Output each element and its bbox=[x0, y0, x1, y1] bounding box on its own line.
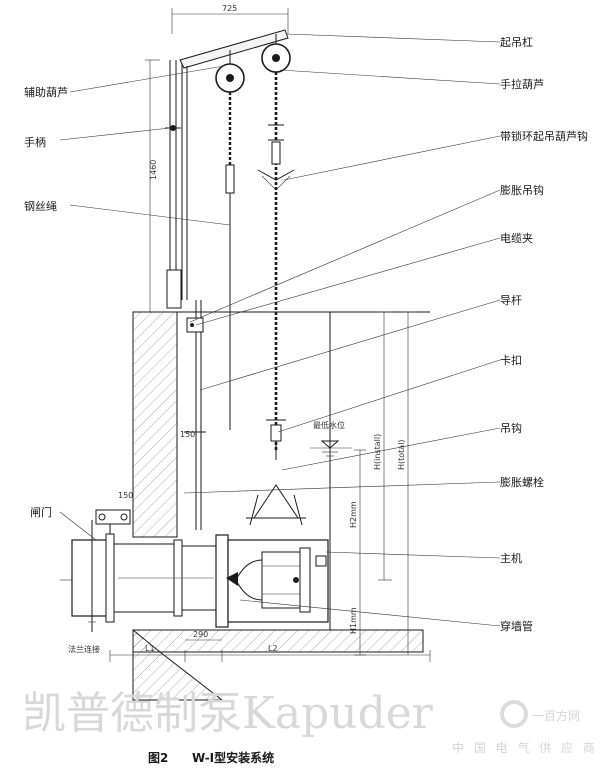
label-main-unit: 主机 bbox=[500, 551, 522, 565]
dim-h2: H2mm bbox=[349, 501, 358, 528]
gate-valve bbox=[60, 509, 217, 632]
labels: 起吊杠 手拉葫芦 辅助葫芦 带锁环起吊葫芦钩 手柄 膨胀吊钩 钢丝绳 电缆夹 导… bbox=[24, 36, 588, 654]
lifting-beam bbox=[179, 29, 289, 300]
label-hand-rail: 手柄 bbox=[24, 135, 46, 149]
dim-290: 290 bbox=[193, 630, 208, 639]
label-flange-note: 法兰连接 bbox=[68, 644, 100, 654]
watermark-text: 凯普德制泵Kapuder bbox=[22, 688, 434, 739]
dim-l1: L1 bbox=[145, 644, 155, 653]
dim-h1: H1mm bbox=[349, 607, 358, 634]
caption-title: W-Ⅰ型安装系统 bbox=[192, 750, 274, 765]
label-wire-rope: 钢丝绳 bbox=[24, 199, 57, 213]
label-lifting-chain: 吊钩 bbox=[500, 421, 522, 435]
water-level bbox=[310, 440, 352, 457]
main-unit bbox=[215, 534, 329, 628]
label-chain-hook: 带锁环起吊葫芦钩 bbox=[500, 129, 588, 143]
label-guide-rod: 导杆 bbox=[500, 293, 522, 307]
manual-hoist bbox=[246, 34, 306, 526]
label-manual-hoist: 手拉葫芦 bbox=[500, 77, 544, 91]
watermark-logo: 一百方网 bbox=[532, 708, 580, 723]
dim-150b: 150 bbox=[118, 491, 133, 500]
top-dimension: 725 bbox=[171, 4, 289, 34]
dim-h-total: H(total) bbox=[397, 439, 406, 470]
right-dimensions: H(install) H(total) H2mm H1mm bbox=[349, 311, 416, 656]
label-gate-valve: 闸门 bbox=[30, 505, 52, 519]
aux-hoist bbox=[215, 50, 245, 430]
leader-lines bbox=[59, 33, 501, 627]
label-expansion-bolt: 膨胀螺栓 bbox=[500, 475, 544, 489]
dim-top-width: 725 bbox=[222, 4, 237, 13]
dim-150a: 150 bbox=[180, 430, 195, 439]
caption-figure: 图2 bbox=[148, 751, 168, 765]
bottom-dimensions: L1 L2 290 bbox=[109, 630, 431, 662]
label-wall-pipe: 穿墙管 bbox=[500, 619, 533, 633]
label-lifting-bar: 起吊杠 bbox=[500, 36, 533, 49]
pit-wall bbox=[132, 311, 430, 701]
label-lowest-water-level: 最低水位 bbox=[313, 420, 345, 430]
dim-height-left: 1460 bbox=[149, 160, 158, 180]
dim-l2: L2 bbox=[268, 644, 278, 653]
watermark-sub: 中 国 电 气 供 应 商 bbox=[452, 740, 598, 755]
label-lock-clip: 卡扣 bbox=[500, 353, 522, 367]
watermark-logo-icon bbox=[500, 700, 528, 728]
watermark: 凯普德制泵Kapuder 一百方网 中 国 电 气 供 应 商 bbox=[22, 688, 598, 755]
label-expansion-hook: 膨胀吊钩 bbox=[500, 183, 544, 197]
hand-pole bbox=[165, 60, 182, 309]
caption: 图2 W-Ⅰ型安装系统 bbox=[148, 750, 274, 765]
left-height-dimension: 1460 bbox=[145, 59, 160, 313]
label-aux-hoist: 辅助葫芦 bbox=[24, 85, 68, 99]
label-cable-clamp: 电缆夹 bbox=[500, 232, 533, 245]
